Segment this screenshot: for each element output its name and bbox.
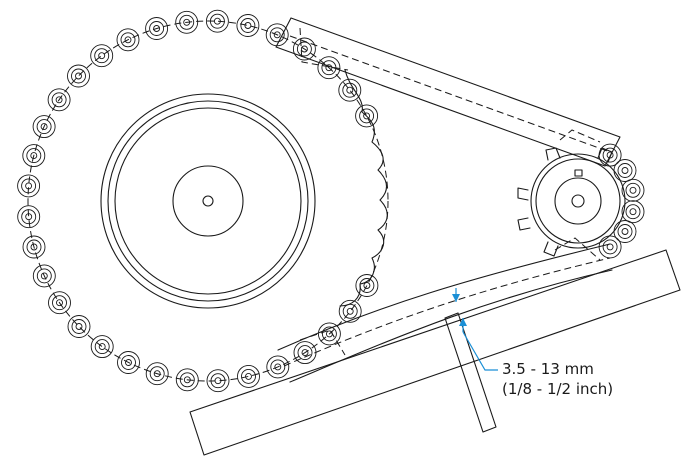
- large-sprocket-outer-ring: [100, 93, 316, 309]
- upper-chain-centerline: [289, 35, 611, 153]
- small-chain-link: [621, 178, 645, 202]
- large-sprocket: [100, 93, 316, 309]
- deflection-imperial-label: (1/8 - 1/2 inch): [502, 380, 613, 398]
- small-sprocket-hub: [554, 177, 602, 225]
- chain-link: [292, 37, 316, 61]
- chain-link: [22, 235, 46, 259]
- large-sprocket-hub: [172, 165, 244, 237]
- drive-chain: [17, 9, 389, 393]
- small-sprocket-bore: [571, 194, 585, 208]
- chain-link: [266, 355, 290, 379]
- chain-pitch-line: [27, 20, 389, 382]
- small-sprocket-keyway: [574, 169, 583, 177]
- chain-link: [116, 28, 140, 52]
- small-sprocket-chain: [598, 143, 645, 259]
- chain-link: [90, 335, 114, 359]
- large-sprocket-bore: [202, 195, 214, 207]
- small-chain-link: [613, 220, 637, 243]
- lower-chain-guide-bottom: [289, 269, 613, 383]
- chain-link: [67, 315, 91, 338]
- small-sprocket-inner: [535, 158, 621, 244]
- chain-link: [338, 78, 362, 102]
- chain-link: [22, 144, 46, 168]
- upper-chain-link-outline-right: [559, 129, 601, 143]
- large-sprocket-teeth: [339, 69, 388, 307]
- chain-link: [32, 264, 56, 288]
- small-sprocket: [517, 147, 626, 257]
- straight-edge: [189, 249, 681, 456]
- chain-link: [145, 17, 169, 40]
- chain-link: [32, 115, 56, 139]
- measuring-bar: [444, 312, 497, 433]
- upper-chain-run: [275, 17, 621, 167]
- chain-link: [90, 44, 114, 68]
- lower-chain-run: [277, 237, 613, 383]
- chain-link: [67, 64, 90, 88]
- chain-link: [17, 205, 41, 229]
- small-chain-link: [613, 159, 637, 182]
- dimension-arrow-lower: [459, 318, 467, 326]
- chain-link: [355, 274, 379, 297]
- deflection-dimension: [452, 288, 498, 371]
- chain-link: [317, 322, 341, 346]
- upper-chain-guide: [275, 17, 621, 167]
- large-sprocket-rim: [107, 100, 309, 302]
- small-chain-link: [621, 200, 645, 224]
- chain-link: [145, 362, 169, 386]
- small-sprocket-teeth: [517, 147, 613, 257]
- chain-link: [117, 351, 140, 374]
- small-sprocket-outline: [530, 153, 626, 249]
- dimension-arrow-upper: [452, 294, 460, 302]
- chain-link: [338, 299, 362, 323]
- upper-chain-link-outline: [299, 27, 349, 71]
- large-sprocket-face: [114, 107, 302, 295]
- lower-chain-guide-top: [277, 243, 611, 351]
- lower-chain-centerline: [283, 257, 611, 367]
- chain-link: [237, 364, 260, 388]
- deflection-metric-label: 3.5 - 13 mm: [502, 360, 594, 378]
- small-chain-link: [598, 143, 622, 167]
- chain-link: [355, 104, 379, 128]
- small-chain-link: [598, 235, 622, 259]
- lower-chain-link-outline-right: [554, 237, 601, 261]
- dimension-leader: [462, 331, 498, 371]
- chain-link: [236, 14, 260, 37]
- chain-link: [47, 88, 71, 112]
- chain-link: [48, 291, 71, 315]
